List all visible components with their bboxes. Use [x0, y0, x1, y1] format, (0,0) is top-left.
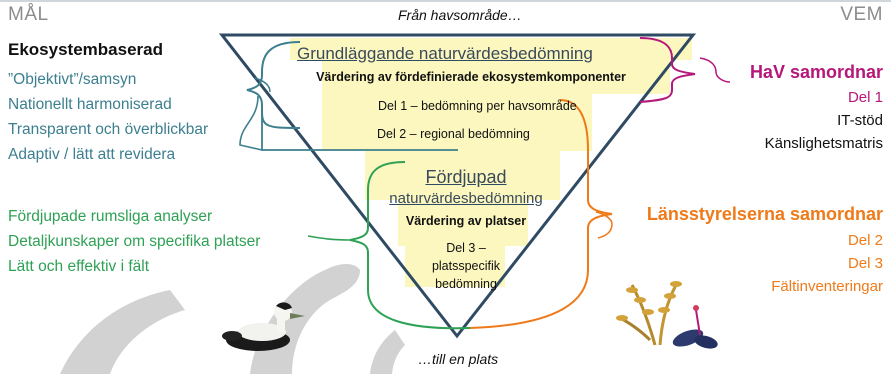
goal-item: ”Objektivt”/samsyn — [8, 71, 137, 88]
watermark-swirl — [60, 264, 405, 374]
goal-item-detailed: Detaljkunskaper om specifika platser — [8, 233, 261, 250]
seaweed-mussels-illustration — [616, 281, 718, 349]
goal-item: Nationellt harmoniserad — [8, 96, 172, 113]
orange-bracket — [469, 99, 613, 329]
inverted-triangle — [218, 33, 697, 339]
to-a-place-label: …till en plats — [418, 351, 499, 367]
hav-item: Del 1 — [847, 89, 883, 106]
place-valuation-label: Värdering av platser — [405, 214, 527, 228]
county-item: Del 2 — [847, 232, 883, 249]
goals-heading: Ekosystembaserad — [8, 40, 163, 59]
part-3-label: platsspecifik — [431, 259, 501, 273]
hav-item: Känslighetsmatris — [764, 135, 883, 152]
county-item: Del 3 — [847, 255, 883, 272]
goals-header: MÅL — [8, 4, 49, 25]
basic-assessment-subtitle: Värdering av fördefinierade ekosystemkom… — [316, 70, 626, 84]
hav-heading: HaV samordnar — [749, 62, 883, 82]
goal-item: Transparent och överblickbar — [8, 121, 209, 138]
magenta-bracket — [639, 37, 696, 103]
basic-assessment-title: Grundläggande naturvärdesbedömning — [297, 44, 593, 63]
part-2-label: Del 2 – regional bedömning — [377, 127, 530, 141]
from-sea-area-label: Från havsområde… — [398, 7, 522, 23]
goal-item: Adaptiv / lätt att revidera — [8, 146, 176, 163]
detailed-assessment-subtitle: naturvärdesbedömning — [389, 190, 543, 207]
who-header: VEM — [840, 4, 883, 25]
goals-top-brace — [254, 77, 271, 93]
highlight-blocks — [290, 38, 692, 287]
teal-bracket — [246, 41, 301, 129]
who-top-brace — [699, 57, 731, 83]
eider-duck-illustration — [222, 302, 305, 351]
who-bottom-brace — [595, 211, 613, 239]
county-item: Fältinventeringar — [771, 278, 883, 295]
hav-item: IT-stöd — [837, 112, 883, 129]
goal-item-detailed: Fördjupade rumsliga analyser — [8, 208, 213, 225]
green-bracket — [349, 161, 471, 330]
part-3-label: Del 3 – — [446, 241, 486, 255]
detailed-assessment-title: Fördjupad — [425, 167, 507, 187]
county-heading: Länsstyrelserna samordnar — [646, 204, 883, 224]
part-3-label: bedömning — [435, 277, 497, 291]
goal-item-detailed: Lätt och effektiv i fält — [8, 258, 150, 275]
part-1-label: Del 1 – bedömning per havsområde — [378, 99, 577, 113]
